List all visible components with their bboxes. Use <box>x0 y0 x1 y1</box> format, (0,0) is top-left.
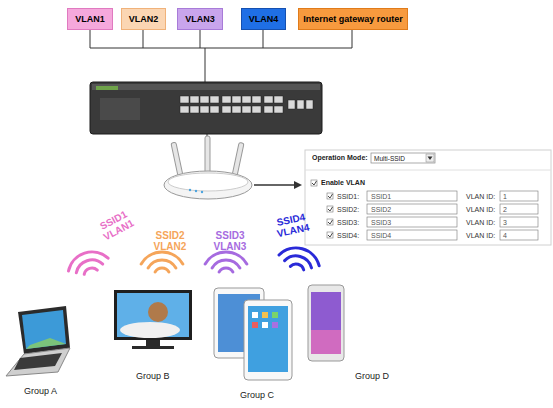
signal-label: SSID1 VLAN1 <box>93 206 139 244</box>
input-value: SSID2 <box>371 206 391 214</box>
field-label: SSID2: <box>337 206 359 214</box>
switch-device <box>90 82 322 134</box>
settings-panel <box>305 150 551 245</box>
field-label: Operation Mode: <box>312 154 368 162</box>
input-value: SSID3 <box>371 219 391 227</box>
tablet-device <box>214 288 292 380</box>
wiring <box>90 30 352 160</box>
signal-label: SSID2 VLAN2 <box>150 230 190 252</box>
vlan-box: Internet gateway router <box>298 8 408 30</box>
box-label: VLAN4 <box>249 14 279 24</box>
pointer-arrow <box>254 181 302 189</box>
vlan-box: VLAN2 <box>121 8 166 30</box>
vlan-box: VLAN4 <box>241 8 286 30</box>
group-label: Group A <box>24 387 57 397</box>
vlan-box: VLAN3 <box>177 8 223 30</box>
field-label: VLAN ID: <box>466 219 495 227</box>
input-value: 3 <box>503 219 507 227</box>
group-label: Group B <box>136 372 170 382</box>
field-label: VLAN ID: <box>466 193 495 201</box>
input-value: 1 <box>503 193 507 201</box>
box-label: VLAN3 <box>185 14 215 24</box>
input-value: 2 <box>503 206 507 214</box>
phone-device <box>308 285 344 361</box>
vlan-box: VLAN1 <box>67 8 113 30</box>
laptop-device <box>6 306 70 376</box>
input-value: SSID4 <box>371 232 391 240</box>
field-label: SSID1: <box>337 193 359 201</box>
field-label: Enable VLAN <box>321 179 365 187</box>
box-label: Internet gateway router <box>303 14 403 24</box>
box-label: VLAN2 <box>129 14 159 24</box>
group-label: Group D <box>355 372 389 382</box>
tv-device <box>114 290 192 349</box>
field-label: VLAN ID: <box>466 232 495 240</box>
access-point <box>164 136 252 199</box>
input-value: SSID1 <box>371 193 391 201</box>
input-value: 4 <box>503 232 507 240</box>
field-label: VLAN ID: <box>466 206 495 214</box>
wifi-signals <box>65 243 323 278</box>
box-label: VLAN1 <box>75 14 105 24</box>
field-label: SSID3: <box>337 219 359 227</box>
field-label: SSID4: <box>337 232 359 240</box>
group-label: Group C <box>240 391 274 401</box>
signal-label: SSID3 VLAN3 <box>210 230 250 252</box>
select-value: Multi-SSID <box>374 155 405 162</box>
